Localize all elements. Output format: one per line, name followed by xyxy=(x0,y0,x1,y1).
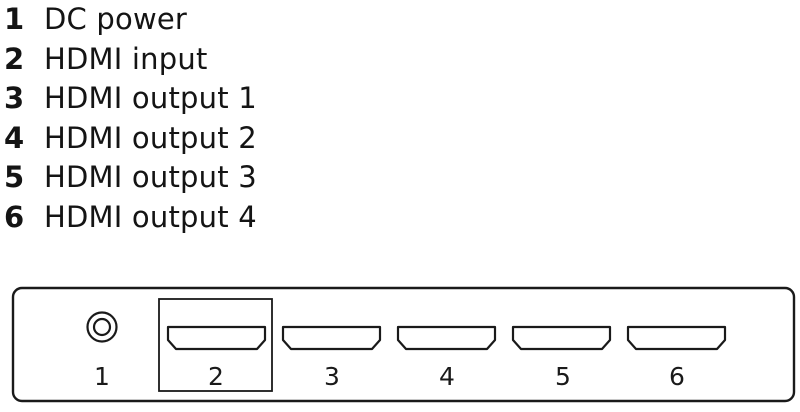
port-legend: 1 DC power 2 HDMI input 3 HDMI output 1 … xyxy=(4,0,257,237)
dc-jack-port xyxy=(86,311,118,343)
legend-number: 1 xyxy=(4,2,25,37)
legend-number: 6 xyxy=(4,199,25,234)
legend-number: 4 xyxy=(4,120,25,155)
dc-jack-outer-ring xyxy=(86,311,118,343)
port-label-1: 1 xyxy=(94,362,110,391)
legend-label: HDMI output 3 xyxy=(44,160,257,195)
legend-number: 2 xyxy=(4,41,25,76)
legend-label: HDMI output 1 xyxy=(44,81,257,116)
device-body xyxy=(11,286,796,403)
legend-number: 3 xyxy=(4,81,25,116)
legend-item-hdmi-input: 2 HDMI input xyxy=(4,40,257,80)
legend-item-dc-power: 1 DC power xyxy=(4,0,257,40)
port-label-4: 4 xyxy=(439,362,455,391)
legend-item-hdmi-output-2: 4 HDMI output 2 xyxy=(4,119,257,159)
legend-label: HDMI output 4 xyxy=(44,199,257,234)
legend-label: HDMI input xyxy=(44,41,208,76)
port-label-2: 2 xyxy=(208,362,224,391)
hdmi-output-3-port xyxy=(511,325,612,351)
hdmi-output-1-port xyxy=(281,325,382,351)
legend-item-hdmi-output-4: 6 HDMI output 4 xyxy=(4,198,257,238)
legend-label: DC power xyxy=(44,2,188,37)
hdmi-output-4-port xyxy=(626,325,727,351)
hdmi-output-2-port xyxy=(396,325,497,351)
port-label-6: 6 xyxy=(669,362,685,391)
port-label-3: 3 xyxy=(324,362,340,391)
hdmi-input-port xyxy=(166,325,267,351)
dc-jack-inner-ring xyxy=(92,317,112,337)
input-highlight-box xyxy=(158,298,273,392)
legend-label: HDMI output 2 xyxy=(44,120,257,155)
port-label-5: 5 xyxy=(555,362,571,391)
legend-item-hdmi-output-3: 5 HDMI output 3 xyxy=(4,158,257,198)
legend-item-hdmi-output-1: 3 HDMI output 1 xyxy=(4,79,257,119)
legend-number: 5 xyxy=(4,160,25,195)
